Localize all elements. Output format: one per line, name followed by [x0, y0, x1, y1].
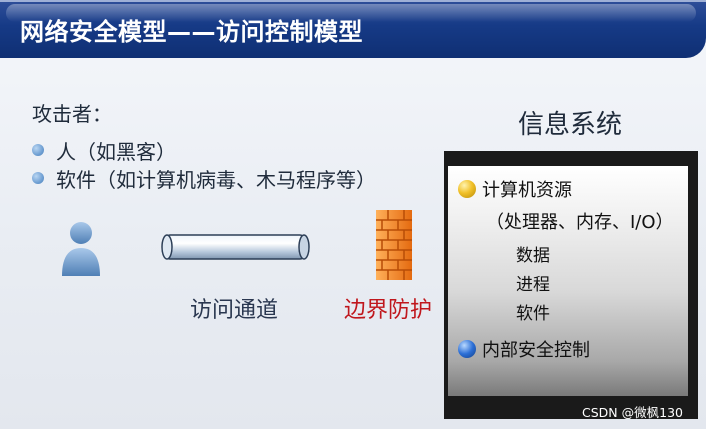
page-title: 网络安全模型——访问控制模型	[20, 18, 363, 46]
attacker-item-label: 人（如黑客）	[56, 139, 176, 164]
boundary-protection-label: 边界防护	[344, 298, 433, 323]
subitem-process: 进程	[516, 275, 550, 295]
computer-resources-label: 计算机资源	[482, 180, 572, 201]
bullet-icon	[32, 144, 44, 156]
subitem-software: 软件	[516, 304, 550, 324]
attacker-item-label: 软件（如计算机病毒、木马程序等）	[56, 167, 376, 192]
attacker-item-human: 人（如黑客）	[32, 136, 376, 164]
attacker-item-software: 软件（如计算机病毒、木马程序等）	[32, 164, 376, 192]
info-system-panel	[448, 166, 688, 396]
computer-resources-row: 计算机资源	[458, 176, 572, 202]
pipe-icon	[161, 234, 310, 260]
watermark: CSDN @微枫130	[582, 405, 683, 420]
title-gloss	[6, 4, 696, 22]
attacker-label: 攻击者：	[32, 102, 112, 126]
internal-control-label: 内部安全控制	[482, 340, 590, 361]
subitem-data: 数据	[516, 246, 550, 266]
blue-sphere-icon	[458, 340, 476, 358]
access-channel-label: 访问通道	[190, 298, 279, 323]
resources-detail: （处理器、内存、I/O）	[486, 212, 674, 233]
info-system-title: 信息系统	[518, 110, 623, 140]
attacker-list: 人（如黑客） 软件（如计算机病毒、木马程序等）	[32, 136, 376, 192]
internal-control-row: 内部安全控制	[458, 336, 590, 362]
firewall-icon	[376, 210, 412, 280]
gold-sphere-icon	[458, 180, 476, 198]
person-icon	[62, 222, 100, 276]
bullet-icon	[32, 172, 44, 184]
title-bar: 网络安全模型——访问控制模型	[0, 0, 706, 58]
